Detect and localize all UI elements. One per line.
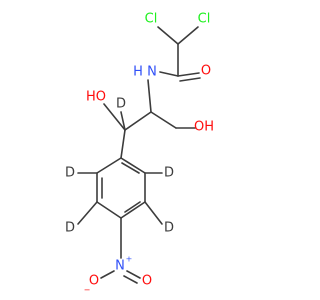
bond-carbonyl-n <box>159 71 179 77</box>
bond-ring-6 <box>120 157 146 174</box>
bond-cd-oh <box>103 103 126 131</box>
bond-ch-ch2 <box>150 111 177 129</box>
atom-carbonyl-o: O <box>201 64 211 79</box>
bond-ring-3 <box>96 201 122 219</box>
bond-ring-d-ll <box>77 201 98 225</box>
bond-ring-inner-3 <box>121 162 140 174</box>
charge-nitro-n-plus: + <box>126 255 133 264</box>
bond-nitro-o-right-2 <box>123 275 138 284</box>
bond-cl-right <box>177 26 199 45</box>
atom-deuterium-ring-lower-right: D <box>164 221 174 236</box>
atom-deuterium-ring-lower-left: D <box>65 221 75 236</box>
atom-deuterium-ring-upper-right: D <box>164 166 174 181</box>
bond-ring-inner-2 <box>124 201 141 213</box>
charge-nitro-o-minus: − <box>84 286 91 295</box>
bond-ring-d-lr <box>144 201 163 225</box>
bond-cd-ring <box>120 129 126 159</box>
bond-ch-cd <box>124 111 152 131</box>
bond-carbonyl-o-2 <box>179 77 201 82</box>
bond-n-ch <box>147 79 152 113</box>
atom-nitro-n: N <box>115 259 125 274</box>
atom-deuterium-benzylic: D <box>116 97 126 112</box>
atom-cl-left: Cl <box>145 12 158 27</box>
bond-cl-left <box>157 26 179 45</box>
atom-amide-n: N <box>147 65 157 80</box>
atom-nitro-o-left: O <box>89 274 99 289</box>
atom-hydroxyl-left: HO <box>86 90 106 105</box>
bond-nitro-o-left <box>100 270 115 279</box>
atom-hydroxyl-right: OH <box>194 120 214 135</box>
bond-carbonyl-o-1 <box>177 72 200 77</box>
atom-deuterium-ring-upper-left: D <box>65 166 75 181</box>
bond-ring-4 <box>120 201 146 219</box>
bond-nitro-o-right-1 <box>126 270 141 279</box>
atom-cl-right: Cl <box>198 12 211 27</box>
molecule-structure: Cl Cl N H O HO OH D D D D D N + O − O <box>65 12 214 295</box>
bond-cd-d <box>120 111 126 131</box>
atom-nitro-o-right: O <box>142 274 152 289</box>
bond-ring-1 <box>96 157 122 174</box>
atom-amide-h: H <box>133 65 143 80</box>
bond-lines <box>77 26 201 284</box>
